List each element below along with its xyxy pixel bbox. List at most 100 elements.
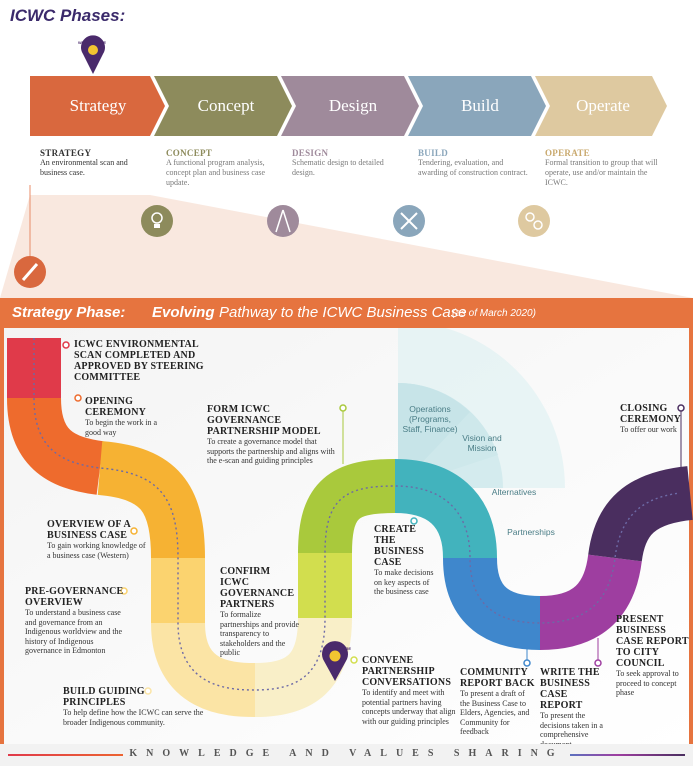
step-title: WRITE THE BUSINESS CASE REPORT [540,667,600,711]
phase-label-build: Build [461,96,499,115]
step-desc: To identify and meet with potential part… [362,688,456,726]
banner-title-c: Pathway to the ICWC Business Case [219,304,467,321]
fan-label-vision: Vision and Mission [462,433,502,453]
step-title: CONFIRM ICWC GOVERNANCE PARTNERS [220,566,295,610]
phase-desc-title: DESIGN [292,148,329,158]
step-title: OVERVIEW OF A BUSINESS CASE [47,519,131,541]
step-desc: To gain working knowledge of a business … [47,541,146,560]
step-partnership-conversations: CONVENE PARTNERSHIP CONVERSATIONS To ide… [362,655,462,726]
step-dot [410,517,418,525]
step-pre-governance: PRE-GOVERNANCE OVERVIEW To understand a … [25,586,130,656]
fan-label-alternatives: Alternatives [491,487,537,497]
phase-desc-body: Tendering, evaluation, and awarding of c… [418,158,528,177]
step-title: CREATE THE BUSINESS CASE [374,524,424,568]
banner-title-a: Strategy Phase: [12,304,126,321]
phase-arrow-operate[interactable] [535,76,667,136]
step-title: CLOSING CEREMONY [620,403,682,425]
phase-arrow-concept[interactable] [154,76,292,136]
step-desc: To present a draft of the Business Case … [460,689,530,736]
step-desc: To offer our work [620,425,677,434]
step-desc: To formalize partnerships and provide tr… [220,610,300,657]
right-border [689,328,693,744]
we-are-here-label-road: WE ARE HERE [323,646,352,651]
compass-icon [267,205,299,237]
phase-desc-design: DESIGN Schematic design to detailed desi… [292,148,407,178]
step-desc: To seek approval to proceed to concept p… [616,669,679,697]
step-dot [62,341,70,349]
step-dot [339,404,347,412]
step-present-report: PRESENT BUSINESS CASE REPORT TO CITY COU… [616,614,690,698]
pathway-diagram [0,328,693,744]
step-title: OPENING CEREMONY [85,396,147,418]
step-dot [523,659,531,667]
phase-label-operate: Operate [576,96,630,115]
phase-desc-operate: OPERATE Formal transition to group that … [545,148,660,188]
step-dot [144,687,152,695]
phase-desc-title: BUILD [418,148,449,158]
left-border [0,328,4,744]
step-desc: To make decisions on key aspects of the … [374,568,434,596]
phase-arrow-design[interactable] [281,76,419,136]
step-title: PRE-GOVERNANCE OVERVIEW [25,586,124,608]
step-title: FORM ICWC GOVERNANCE PARTNERSHIP MODEL [207,404,321,437]
step-dot [350,656,358,664]
phase-desc-body: Schematic design to detailed design. [292,158,384,177]
step-title: PRESENT BUSINESS CASE REPORT TO CITY COU… [616,614,689,669]
step-create-business-case: CREATE THE BUSINESS CASE To make decisio… [374,524,434,597]
step-opening-ceremony: OPENING CEREMONY To begin the work in a … [85,396,165,437]
step-dot [594,659,602,667]
footer-label: KNOWLEDGE AND VALUES SHARING [123,748,570,759]
step-overview-business-case: OVERVIEW OF A BUSINESS CASE To gain work… [47,519,147,560]
step-desc: To create a governance model that suppor… [207,437,335,465]
phase-desc-body: Formal transition to group that will ope… [545,158,658,187]
step-write-report: WRITE THE BUSINESS CASE REPORT To presen… [540,667,610,749]
step-title: CONVENE PARTNERSHIP CONVERSATIONS [362,655,452,688]
step-dot [74,394,82,402]
phase-label-design: Design [328,96,378,115]
step-desc: To begin the work in a good way [85,418,158,437]
gears-icon [518,205,550,237]
phase-desc-body: A functional program analysis, concept p… [166,158,266,187]
strategy-phase-banner: Strategy Phase: Evolving Pathway to the … [0,298,693,328]
step-closing-ceremony: CLOSING CEREMONY To offer our work [620,403,686,435]
step-confirm-partners: CONFIRM ICWC GOVERNANCE PARTNERS To form… [220,566,302,658]
phase-label-concept: Concept [197,96,255,115]
phase-diagram [0,35,693,298]
step-title: BUILD GUIDING PRINCIPLES [63,686,145,708]
step-community-report: COMMUNITY REPORT BACK To present a draft… [460,667,536,737]
step-title: COMMUNITY REPORT BACK [460,667,535,689]
step-dot [130,527,138,535]
step-env-scan: ICWC ENVIRONMENTAL SCAN COMPLETED AND AP… [74,339,209,383]
phase-arrow-strategy[interactable] [30,76,165,136]
phase-desc-strategy: STRATEGY An environmental scan and busin… [40,148,155,178]
we-are-here-marker-road [322,641,349,681]
step-markers [62,341,685,695]
page-title: ICWC Phases: [10,6,126,25]
banner-date: (as of March 2020) [452,308,536,319]
step-desc: To help define how the ICWC can serve th… [63,708,204,727]
phase-desc-body: An environmental scan and business case. [40,158,128,177]
phase-desc-title: OPERATE [545,148,590,158]
step-title: ICWC ENVIRONMENTAL SCAN COMPLETED AND AP… [74,339,204,383]
fan-label-partnerships: Partnerships [507,527,555,537]
fan-label-operations: Operations (Programs, Staff, Finance) [402,404,458,434]
lightbulb-icon [141,205,173,237]
step-guiding-principles: BUILD GUIDING PRINCIPLES To help define … [63,686,205,727]
phase-desc-title: STRATEGY [40,148,92,158]
pencil-icon [14,256,46,288]
footer-text: KNOWLEDGE AND VALUES SHARING [0,748,693,759]
zoom-funnel [0,195,693,298]
step-dot [120,587,128,595]
phase-label-strategy: Strategy [69,96,127,115]
phase-desc-build: BUILD Tendering, evaluation, and awardin… [418,148,533,178]
step-desc: To understand a business case and govern… [25,608,123,655]
banner-title-b: Evolving [152,304,215,321]
phase-desc-concept: CONCEPT A functional program analysis, c… [166,148,281,188]
tools-icon [393,205,425,237]
we-are-here-marker [81,35,106,74]
business-case-fan [398,328,565,488]
step-governance-model: FORM ICWC GOVERNANCE PARTNERSHIP MODEL T… [207,404,339,466]
we-are-here-label: WE ARE HERE [78,40,107,45]
phase-desc-title: CONCEPT [166,148,213,158]
phase-arrow-build[interactable] [408,76,546,136]
